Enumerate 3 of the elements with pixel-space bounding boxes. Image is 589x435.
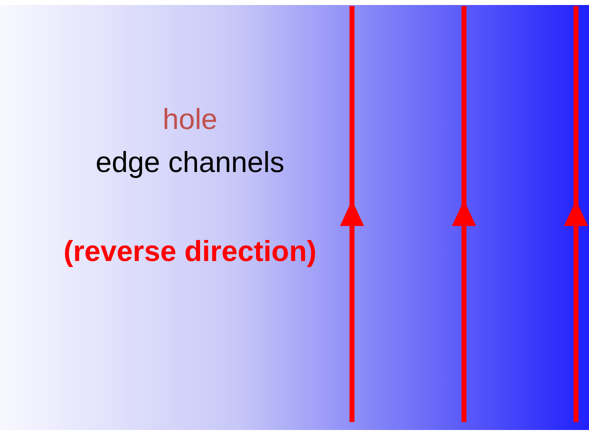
carrier-label: hole — [162, 104, 218, 137]
direction-note: (reverse direction) — [63, 236, 317, 269]
channel-label: edge channels — [96, 147, 284, 180]
